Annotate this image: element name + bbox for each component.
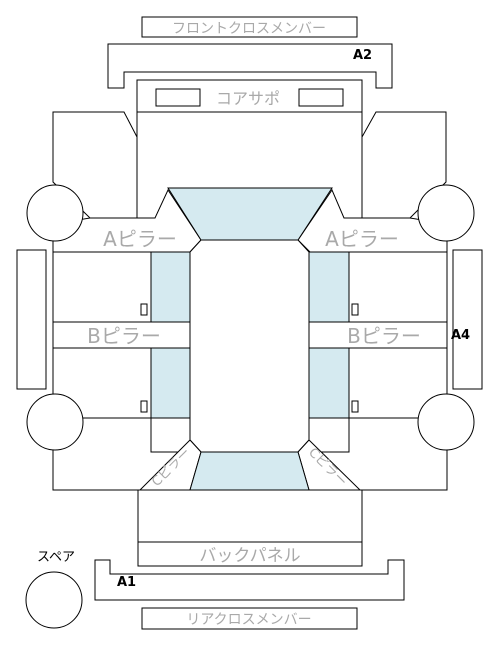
marker-a2: A2 [353,48,372,63]
rear-left-wheel [26,393,84,451]
spare-label: スペア [37,550,75,565]
back-panel-label: バックパネル [199,546,300,566]
right-rear-door-handle [351,400,359,413]
left-b-pillar [52,321,191,349]
rear-bracket [94,559,405,601]
left-front-window [150,251,191,323]
left-a-pillar-label: Aピラー [103,227,177,251]
front-cross-member-label: フロントクロスメンバー [172,21,326,37]
rear-right-wheel [417,393,475,451]
trunk-lid [137,489,363,543]
rear-cross-member-box [141,607,358,630]
rear-window [189,451,310,491]
roof [189,239,310,453]
left-front-door [52,251,152,323]
marker-a1: A1 [117,575,136,590]
right-rear-window [308,347,350,419]
front-right-wheel [417,184,475,242]
left-b-pillar-label: Bピラー [87,324,161,348]
left-rear-window [150,347,191,419]
left-side-sill [16,249,47,390]
rear-cross-member-label: リアクロスメンバー [186,612,311,628]
right-b-pillar-label: Bピラー [347,324,421,348]
front-cross-member-box [141,16,358,38]
back-panel [137,541,363,567]
right-front-door [348,251,448,323]
left-rear-door-handle [140,400,148,413]
right-side-sill [452,249,483,390]
right-b-pillar [308,321,448,349]
spare-tire [25,571,83,629]
core-support-label: コアサポ [216,89,280,108]
core-support-right-hole [298,88,344,107]
front-bracket [107,43,393,89]
right-front-door-handle [351,303,359,316]
front-left-wheel [26,184,84,242]
left-front-door-handle [140,303,148,316]
right-a-pillar-label: Aピラー [325,227,399,251]
right-front-window [308,251,350,323]
core-support-left-hole [155,88,201,107]
marker-a4: A4 [451,328,470,343]
